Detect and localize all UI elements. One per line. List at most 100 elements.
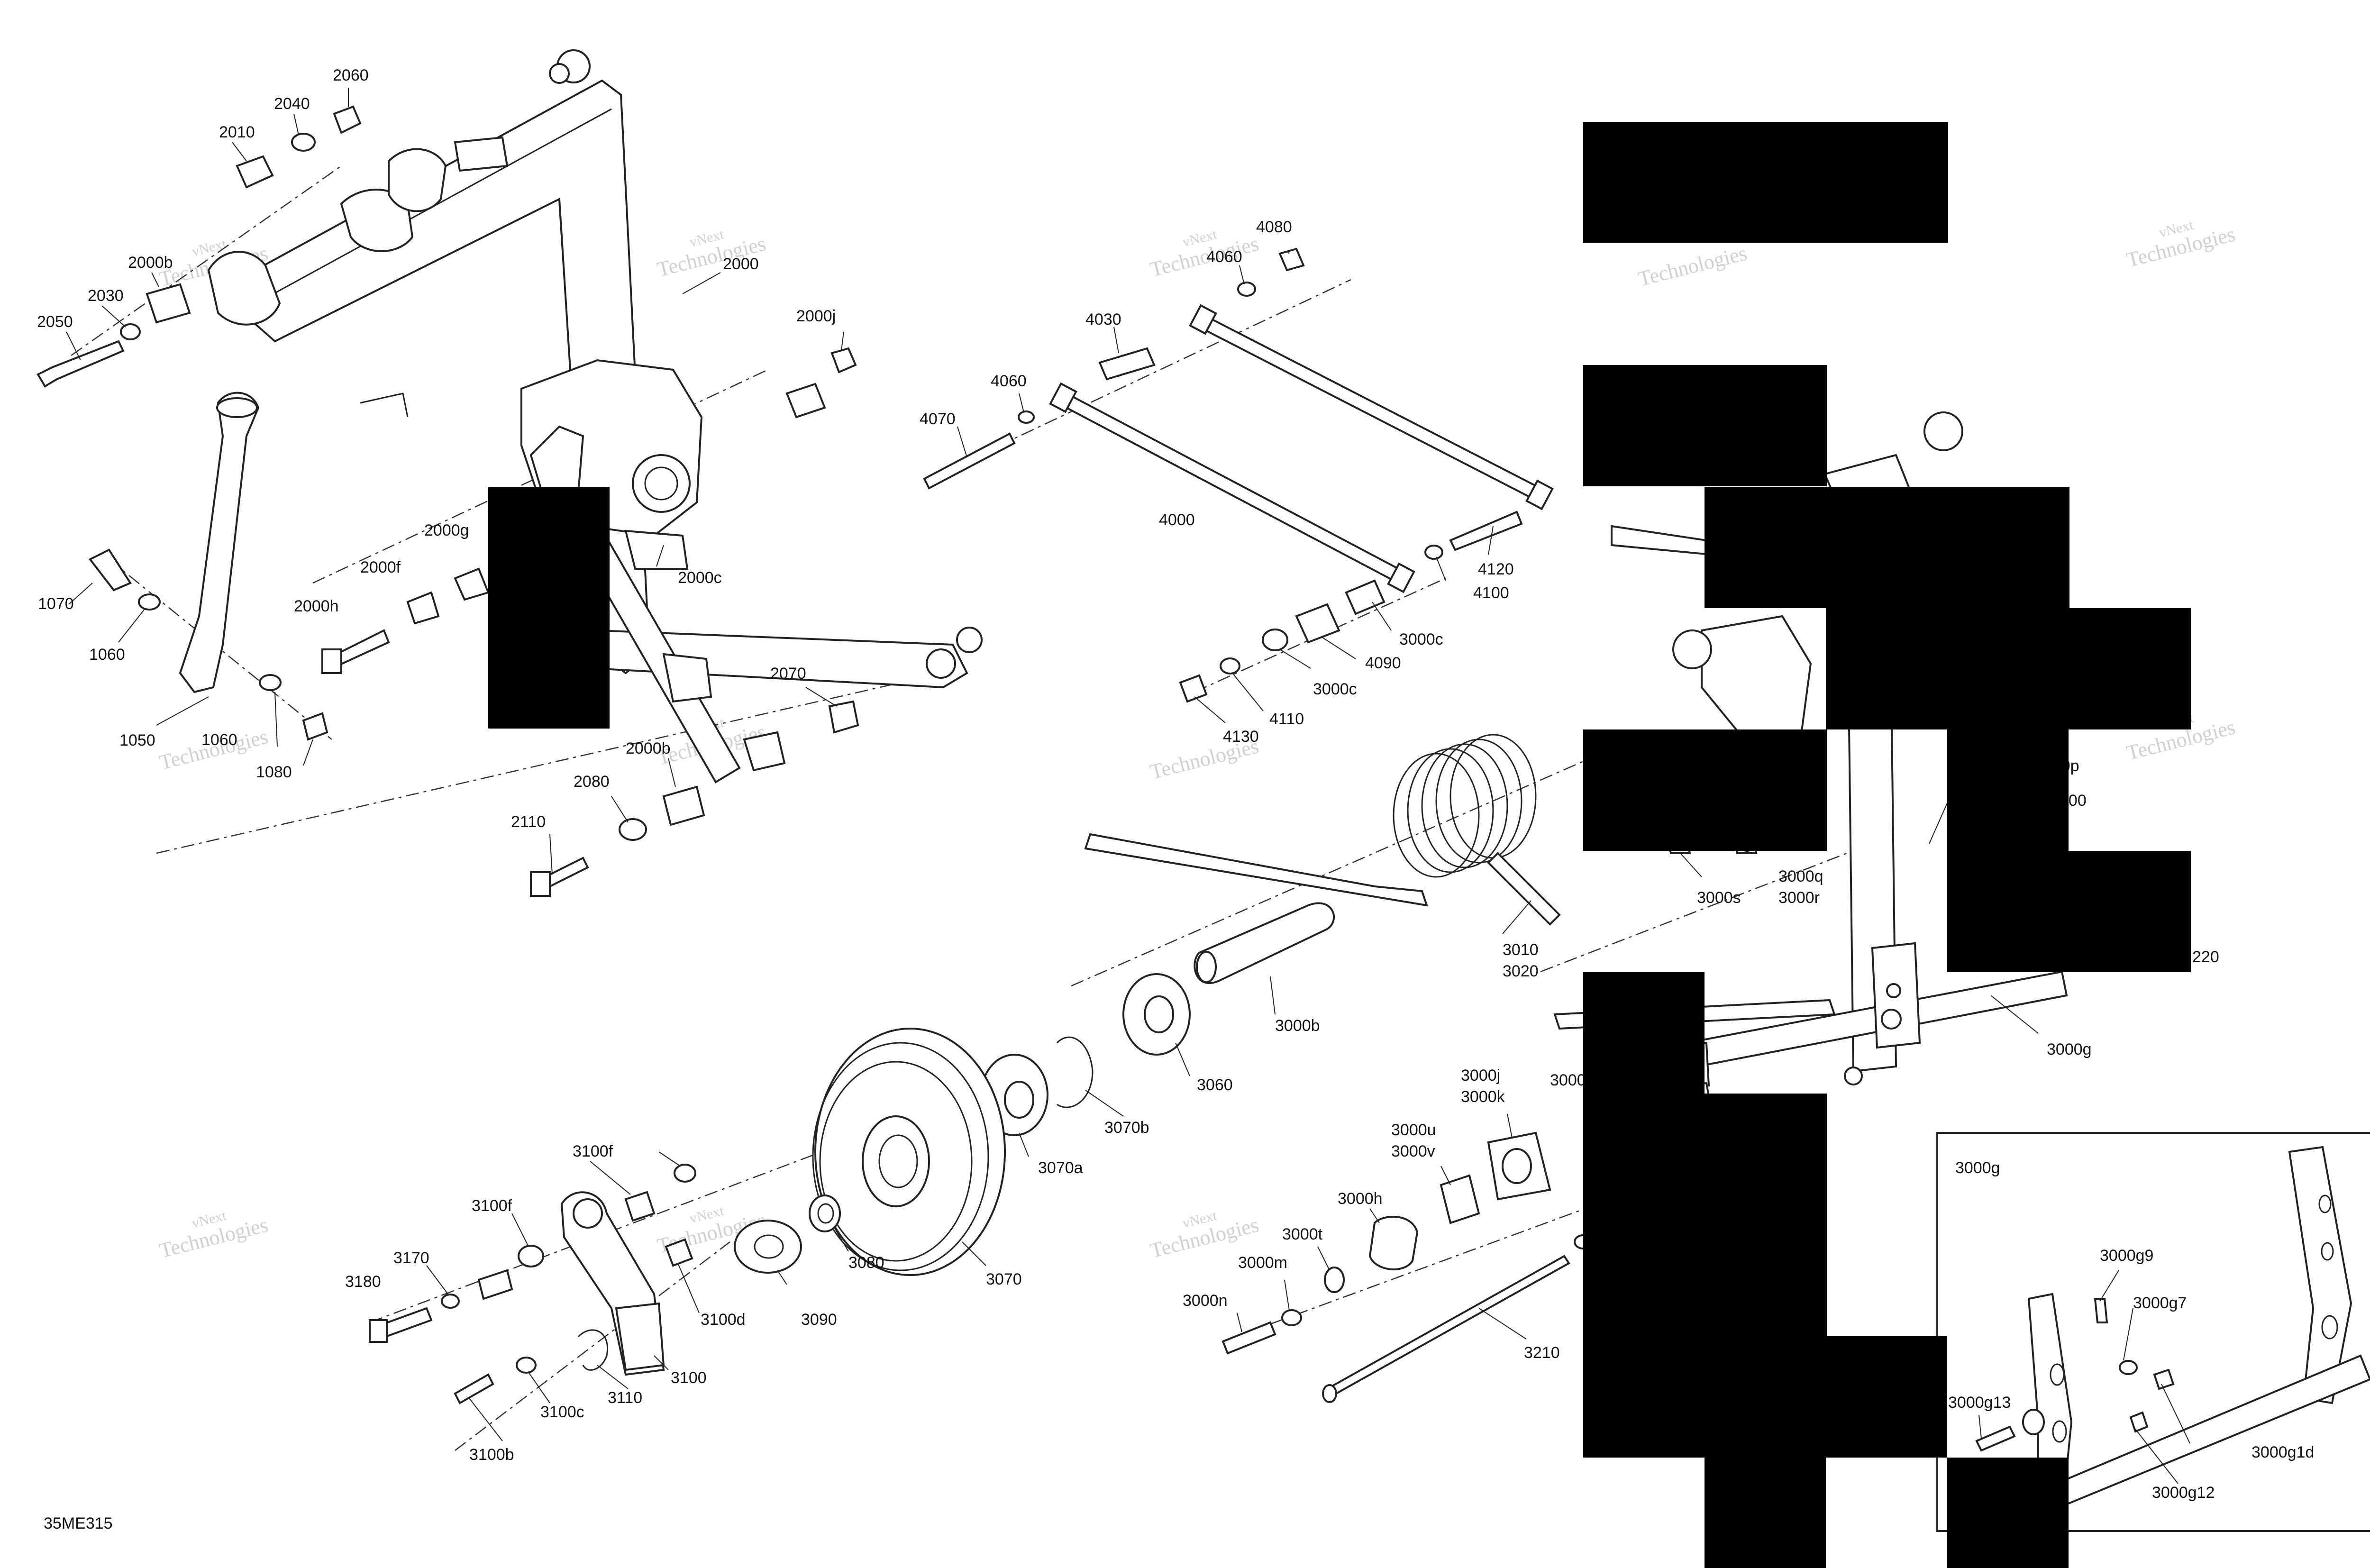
part-label: 4060 <box>991 372 1027 390</box>
spacer-4090 <box>1295 603 1340 644</box>
washer-2040 <box>291 133 316 152</box>
washer-4110 <box>1220 657 1240 675</box>
part-label: 3000q <box>1778 867 1823 885</box>
part-label: 3010 <box>1503 941 1539 959</box>
part-label: 3000g <box>2047 1040 2092 1058</box>
part-label: 3000j <box>1461 1067 1500 1085</box>
part-label: 3210 <box>1524 1344 1560 1362</box>
washer-3000g7 <box>2119 1360 2138 1375</box>
nut-3100d <box>665 1238 693 1267</box>
shaft-3000b <box>1194 902 1335 984</box>
part-label: 4130 <box>1223 728 1259 746</box>
washer-3170 <box>441 1294 460 1309</box>
bushing-2000b-lower <box>662 785 705 826</box>
redaction-block <box>1947 1458 2069 1568</box>
bolt-head-2000h <box>321 648 342 674</box>
redaction-block <box>1705 1458 1826 1568</box>
nut-3000g1d <box>2153 1368 2175 1390</box>
part-label: 2000g <box>424 521 469 539</box>
part-label: 3070a <box>1038 1159 1083 1177</box>
bolt-4070 <box>923 432 1016 490</box>
part-label: 3000n <box>1183 1292 1228 1310</box>
washer-1060-a <box>138 593 161 611</box>
part-label: 1060 <box>89 646 125 664</box>
nut-3000c-a <box>1345 579 1386 615</box>
nut-3000g12 <box>2129 1411 2149 1433</box>
part-label: 4030 <box>1085 310 1121 328</box>
bushing-3100f-a <box>624 1191 656 1222</box>
part-label: 3100f <box>573 1142 613 1160</box>
lever-3100 <box>369 1164 696 1404</box>
washer-2080 <box>619 818 647 841</box>
inset-label-3000g7: 3000g7 <box>2133 1294 2187 1312</box>
part-label: 2000 <box>723 255 759 273</box>
part-label: 2000c <box>678 569 722 587</box>
inset-label-3000g9: 3000g9 <box>2100 1247 2153 1265</box>
bushing-3000c-b <box>1262 629 1288 651</box>
washer-4100 <box>1424 545 1443 560</box>
part-label: 3100 <box>671 1369 707 1387</box>
part-label: 3000h <box>1338 1190 1383 1208</box>
part-label: 220 <box>2192 948 2219 966</box>
part-label: 2000f <box>360 558 401 576</box>
part-label: 3000k <box>1461 1088 1505 1106</box>
part-label: 4100 <box>1473 584 1509 602</box>
circlip-3070b <box>1056 1036 1094 1108</box>
part-label: 2080 <box>574 773 610 791</box>
washer-4060-a <box>1237 282 1256 297</box>
part-label: 3000 <box>1550 1071 1586 1089</box>
part-label: 3000c <box>1313 680 1357 698</box>
part-label: 2000h <box>294 597 339 615</box>
part-label: 2000b <box>128 254 173 272</box>
figure-code: 35ME315 <box>44 1514 113 1532</box>
washer-3080 <box>809 1194 841 1232</box>
part-label: 3100c <box>540 1403 584 1421</box>
bolt-3000g13 <box>1975 1425 2016 1452</box>
nut-4080 <box>1278 247 1305 272</box>
redaction-block <box>1826 608 2191 729</box>
a-arm-2000 <box>207 49 983 784</box>
washer-3090 <box>734 1220 802 1274</box>
nut-4130 <box>1179 674 1208 703</box>
part-label: 3170 <box>393 1249 429 1267</box>
bolt-2050 <box>36 340 125 388</box>
bushing-2000b <box>146 283 191 324</box>
redaction-block <box>1705 487 2069 608</box>
bushing-3170 <box>477 1269 513 1300</box>
inset-label-3000g1d: 3000g1d <box>2252 1443 2314 1461</box>
part-label: 3110 <box>608 1389 642 1407</box>
redaction-block <box>1705 1336 1826 1458</box>
part-label: 3000b <box>1275 1017 1320 1035</box>
part-label: 2070 <box>770 665 806 683</box>
bolt-head-3180 <box>369 1319 388 1343</box>
plate-3000u <box>1440 1174 1480 1224</box>
part-label: 3000c <box>1399 630 1443 648</box>
redaction-block <box>1826 1336 1947 1458</box>
oring-3000t <box>1324 1267 1345 1293</box>
part-label: 3090 <box>801 1311 837 1329</box>
part-label: 3020 <box>1503 962 1539 980</box>
part-label: 1080 <box>256 763 292 781</box>
grease-fitting-3000g9 <box>2094 1298 2108 1323</box>
bushing-2070 <box>743 731 786 772</box>
part-label: 2010 <box>219 123 255 141</box>
redaction-block <box>488 487 610 729</box>
bolt-3100b <box>454 1373 494 1404</box>
part-label: 2110 <box>511 813 546 831</box>
redaction-block <box>1583 1094 1827 1336</box>
part-label: 3000v <box>1391 1142 1435 1160</box>
bushing-2000g <box>454 567 490 601</box>
part-label: 1050 <box>119 731 155 749</box>
rod-3210 <box>1326 1255 1570 1397</box>
bolt-1070 <box>88 548 132 592</box>
nut-2070 <box>828 700 859 734</box>
circlip-3110 <box>577 1329 608 1371</box>
part-label: 3000s <box>1697 889 1741 907</box>
lever-1050 <box>88 392 328 741</box>
part-label: 4000 <box>1159 511 1195 529</box>
spring-3010 <box>1084 734 1561 926</box>
part-label: 2060 <box>333 66 369 84</box>
